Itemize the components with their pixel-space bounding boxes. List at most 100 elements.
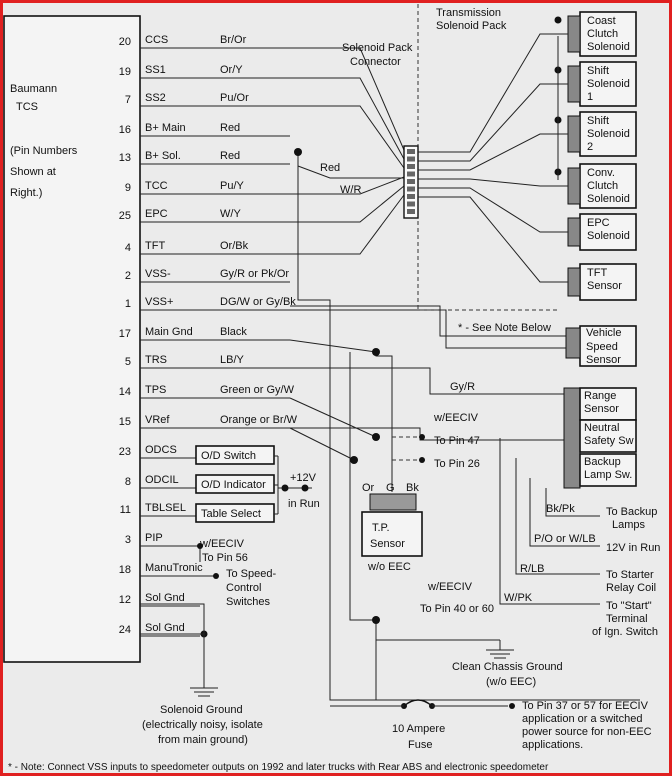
ecu-name-1: Baumann xyxy=(10,83,57,95)
solenoid-connector xyxy=(567,167,581,205)
b-plus-node xyxy=(294,148,302,156)
pin-name: Sol Gnd xyxy=(145,622,185,634)
vref-node xyxy=(350,456,358,464)
pin-number: 18 xyxy=(119,564,131,576)
ecu-note-3: Right.) xyxy=(10,187,42,199)
tp-sensor-box xyxy=(361,511,423,557)
pin-number: 15 xyxy=(119,416,131,428)
pin-number: 20 xyxy=(119,36,131,48)
switch-label: Table Select xyxy=(201,508,261,520)
pin-number: 8 xyxy=(125,476,131,488)
connector-pin xyxy=(407,201,415,207)
speed-ctrl-1: To Speed- xyxy=(226,568,276,580)
solenoid-label: Solenoid xyxy=(587,193,630,205)
to-pin-3757-4: applications. xyxy=(522,739,583,751)
wr-wire-label: W/R xyxy=(340,184,361,196)
plus12-label: +12V xyxy=(290,472,317,484)
solenoid-box xyxy=(579,11,637,57)
to-backup-1: To Backup xyxy=(606,506,657,518)
manu-node xyxy=(213,573,219,579)
solenoid-connector xyxy=(567,217,581,247)
pin-name: TFT xyxy=(145,240,165,252)
switch-box xyxy=(195,503,275,523)
pow-wire xyxy=(529,478,600,547)
pin-26-dot xyxy=(419,457,425,463)
vss-label-1: Vehicle xyxy=(586,327,621,339)
chassis-gnd-label-2: (w/o EEC) xyxy=(486,676,536,688)
tps-node xyxy=(372,433,380,441)
fuse-symbol xyxy=(403,699,433,707)
solenoid-wire xyxy=(418,196,568,283)
pin-name: VSS+ xyxy=(145,296,173,308)
tp-sub: w/o EEC xyxy=(367,561,411,573)
vss-note: * - See Note Below xyxy=(458,322,551,334)
solenoid-label: Coast xyxy=(587,15,616,27)
backup-wire xyxy=(545,488,600,517)
tps-wire xyxy=(289,397,377,438)
solenoid-connector xyxy=(567,115,581,153)
pin-wire-color: Red xyxy=(220,150,240,162)
eeciv-b: w/EECIV xyxy=(427,581,473,593)
pin-number: 9 xyxy=(125,182,131,194)
solenoid-label: Clutch xyxy=(587,28,618,40)
pin-number: 7 xyxy=(125,94,131,106)
pin-wire-color: W/Y xyxy=(220,208,241,220)
connector-pin xyxy=(407,209,415,214)
pin-wire-color: Or/Bk xyxy=(220,240,249,252)
vss-label-3: Sensor xyxy=(586,354,621,366)
pin-name: Sol Gnd xyxy=(145,592,185,604)
sol-ground-2: (electrically noisy, isolate xyxy=(142,719,263,731)
to-starter-2: Relay Coil xyxy=(606,582,656,594)
pack-title-2: Solenoid Pack xyxy=(436,20,507,32)
fuse-label-2: Fuse xyxy=(408,739,432,751)
main-power-bus xyxy=(297,152,640,701)
pin-number: 4 xyxy=(125,242,131,254)
pin-wire-color: Pu/Y xyxy=(220,180,245,192)
red-wire-label: Red xyxy=(320,162,340,174)
connector-wire xyxy=(290,47,405,151)
pin-number: 17 xyxy=(119,328,131,340)
tp-label-1: T.P. xyxy=(372,522,390,534)
wpk-label: W/PK xyxy=(504,592,533,604)
pin-wire-color: Red xyxy=(220,122,240,134)
solenoid-connector xyxy=(567,65,581,103)
ground-tap xyxy=(375,352,393,492)
vss-connector xyxy=(565,327,581,359)
range-label: Sensor xyxy=(584,403,619,415)
pin-name: VSS- xyxy=(145,268,171,280)
sol-ground-3: from main ground) xyxy=(158,734,248,746)
connector-label-2: Connector xyxy=(350,56,401,68)
range-wire-label: Gy/R xyxy=(450,381,475,393)
connector-pins xyxy=(407,149,415,214)
solenoid-label: Solenoid xyxy=(587,128,630,140)
pin-wire-color: Gy/R or Pk/Or xyxy=(220,268,289,280)
solenoid-wire xyxy=(418,133,568,171)
pin-wire-color: Pu/Or xyxy=(220,92,249,104)
footnote: * - Note: Connect VSS inputs to speedome… xyxy=(8,762,549,773)
range-label: Backup xyxy=(584,456,621,468)
pin-number: 5 xyxy=(125,356,131,368)
pin-number: 13 xyxy=(119,152,131,164)
pin-name: EPC xyxy=(145,208,168,220)
pin-number: 19 xyxy=(119,66,131,78)
ecu-name-2: TCS xyxy=(16,101,38,113)
pin-name: TBLSEL xyxy=(145,502,186,514)
pin-number: 16 xyxy=(119,124,131,136)
connector-wire xyxy=(290,105,405,169)
vehicle-speed-sensor-box xyxy=(579,325,637,367)
solenoid-label: Shift xyxy=(587,115,609,127)
connector-wire xyxy=(290,185,405,223)
solenoid-label: 2 xyxy=(587,141,593,153)
pip-eeciv: w/EECIV xyxy=(199,538,245,550)
pip-gnd-node xyxy=(372,616,380,624)
pin-name: SS1 xyxy=(145,64,166,76)
switch-label: O/D Switch xyxy=(201,450,256,462)
pin-number: 2 xyxy=(125,270,131,282)
to-pin-26: To Pin 26 xyxy=(434,458,480,470)
pin-wire-color: DG/W or Gy/Bk xyxy=(220,296,296,308)
pack-title-1: Transmission xyxy=(436,7,501,19)
pin-number: 3 xyxy=(125,534,131,546)
switch-box xyxy=(195,445,275,465)
to-pin-3757-1: To Pin 37 or 57 for EECIV xyxy=(522,700,649,712)
